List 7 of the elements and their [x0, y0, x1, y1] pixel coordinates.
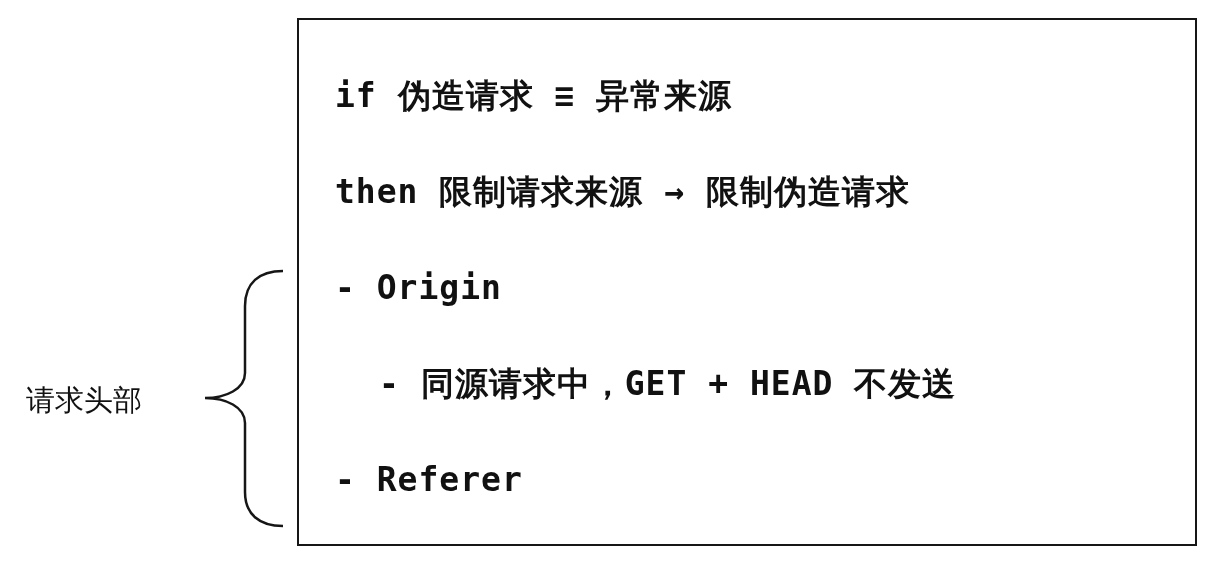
list-item: - Origin	[335, 267, 502, 309]
brace-label: 请求头部	[26, 382, 142, 419]
condition-text: if 伪造请求 ≡ 异常来源	[335, 75, 733, 117]
rule-text: then 限制请求来源 → 限制伪造请求	[335, 171, 910, 213]
sub-list-item: - 同源请求中，GET + HEAD 不发送	[379, 363, 957, 405]
list-item: - Referer	[335, 459, 523, 501]
text-panel	[297, 18, 1197, 546]
